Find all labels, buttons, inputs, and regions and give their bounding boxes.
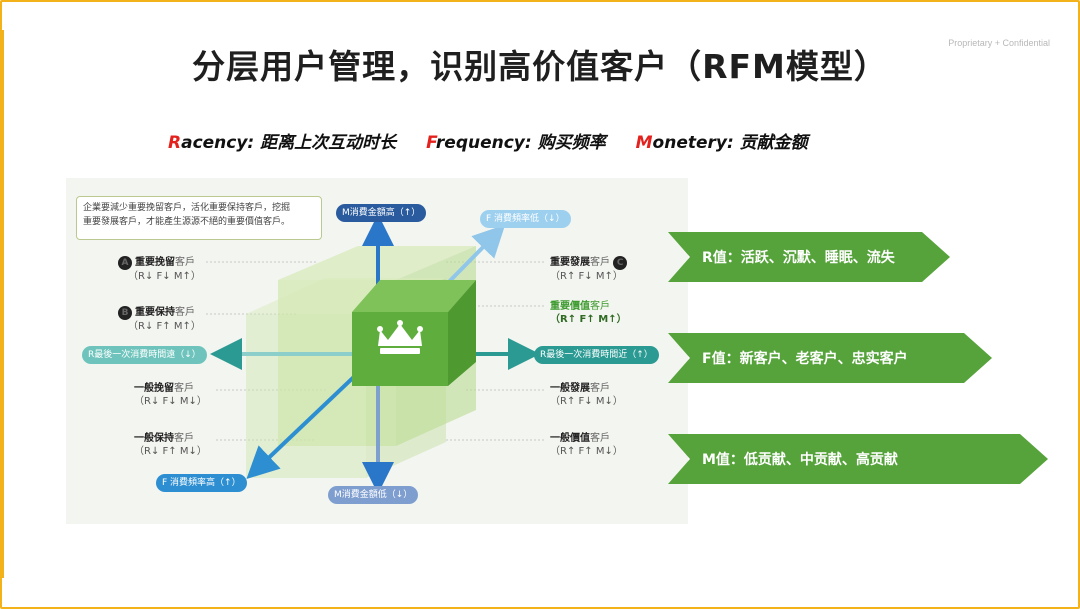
metric-monetary: Monetery: 贡献金额: [636, 128, 808, 153]
segment-suffix: 客戶: [174, 383, 194, 394]
banner-m-values: M值：低贡献、中贡献、高贡献: [668, 434, 1048, 484]
crown-icon: [377, 320, 423, 354]
segment-suffix: 客戶: [175, 257, 195, 268]
rfm-definitions: Racency: 距离上次互动时长 Frequency: 购买频率 Monete…: [168, 128, 808, 153]
segment-name: 一般發展: [550, 383, 590, 394]
segment-name: 一般價值: [550, 433, 590, 444]
segment-general-retain: 一般挽留客戶 （R↓ F↓ M↓）: [134, 382, 207, 408]
metric-initial: M: [635, 133, 653, 153]
segment-suffix: 客戶: [174, 433, 194, 444]
segment-name: 重要價值: [550, 301, 590, 312]
axis-r-far-label: R最後一次消費時間遠（↓）: [82, 346, 207, 364]
leader-lines: [206, 261, 544, 441]
segment-suffix: 客戶: [175, 307, 195, 318]
note-line: 企業要減少重要挽留客戶，活化重要保持客戶，挖掘: [83, 203, 291, 213]
metric-text: requency: 购买频率: [435, 133, 606, 153]
segment-name: 一般保持: [134, 433, 174, 444]
segment-code: （R↓ F↑ M↑）: [128, 321, 201, 332]
banner-text: M值：低贡献、中贡献、高贡献: [702, 452, 898, 468]
badge-c: C: [613, 256, 628, 270]
note-line: 重要發展客戶，才能產生源源不絕的重要價值客戶。: [83, 217, 291, 227]
banner-f-values: F值：新客户、老客户、忠实客户: [668, 333, 992, 383]
segment-code: （R↓ F↓ M↓）: [134, 396, 207, 407]
badge-a: A: [118, 256, 132, 270]
segment-name: 重要發展: [550, 257, 590, 268]
axis-f-low-label: F 消費頻率低（↓）: [480, 210, 571, 228]
chevron-shape: [668, 434, 1048, 484]
metric-recency: Racency: 距离上次互动时长: [168, 128, 396, 153]
segment-general-keep: 一般保持客戶 （R↓ F↑ M↓）: [134, 432, 207, 458]
slide-title: 分层用户管理，识别高价值客户（RFM模型）: [192, 47, 888, 86]
segment-name: 一般挽留: [134, 383, 174, 394]
badge-b: B: [118, 306, 132, 320]
segment-general-value: 一般價值客戶 （R↑ F↑ M↓）: [550, 432, 623, 458]
cube-graphic: [206, 214, 544, 494]
segment-suffix: 客戶: [590, 257, 610, 268]
axis-m-low-label: M消費金額低（↓）: [328, 486, 419, 504]
segment-code: （R↑ F↑ M↑）: [550, 314, 627, 325]
axis-m-high-label: M消費金額高（↑）: [336, 204, 427, 222]
segment-code: （R↑ F↓ M↑）: [550, 271, 623, 282]
segment-important-develop: 重要發展客戶 C （R↑ F↓ M↑）: [550, 256, 630, 283]
segment-important-value: 重要價值客戶 （R↑ F↑ M↑）: [550, 300, 627, 326]
banner-text: F值：新客户、老客户、忠实客户: [702, 351, 908, 367]
segment-general-develop: 一般發展客戶 （R↑ F↓ M↓）: [550, 382, 623, 408]
metric-initial: R: [168, 133, 182, 153]
segment-code: （R↓ F↑ M↓）: [134, 446, 207, 457]
high-value-cube: [352, 280, 476, 386]
segment-suffix: 客戶: [590, 433, 610, 444]
segment-code: （R↓ F↓ M↑）: [128, 271, 201, 282]
segment-name: 重要挽留: [135, 257, 175, 268]
banner-text: R值：活跃、沉默、睡眠、流失: [702, 250, 895, 266]
metric-frequency: Frequency: 购买频率: [426, 128, 605, 153]
segment-suffix: 客戶: [590, 301, 610, 312]
axis-f-high-label: F 消費頻率高（↑）: [156, 474, 247, 492]
segment-name: 重要保持: [135, 307, 175, 318]
segment-suffix: 客戶: [590, 383, 610, 394]
chevron-shape: [668, 232, 950, 282]
axis-r-near-label: R最後一次消費時間近（↑）: [534, 346, 659, 364]
chevron-shape: [668, 333, 992, 383]
metric-text: onetery: 贡献金额: [652, 133, 808, 153]
segment-code: （R↑ F↓ M↓）: [550, 396, 623, 407]
metric-text: acency: 距离上次互动时长: [181, 133, 397, 153]
rfm-cube-diagram: 企業要減少重要挽留客戶，活化重要保持客戶，挖掘 重要發展客戶，才能產生源源不絕的…: [66, 178, 688, 524]
segment-code: （R↑ F↑ M↓）: [550, 446, 623, 457]
accent-bar: [0, 30, 4, 578]
metric-initial: F: [426, 133, 436, 153]
banner-r-values: R值：活跃、沉默、睡眠、流失: [668, 232, 950, 282]
strategy-note: 企業要減少重要挽留客戶，活化重要保持客戶，挖掘 重要發展客戶，才能產生源源不絕的…: [76, 196, 322, 240]
watermark: Proprietary + Confidential: [948, 38, 1050, 48]
